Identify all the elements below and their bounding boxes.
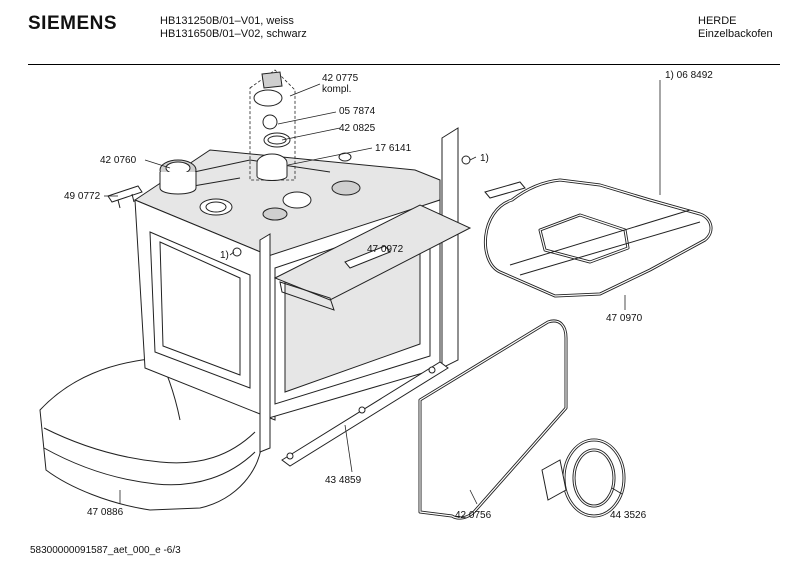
brand-logo: SIEMENS [28, 13, 118, 34]
deflector-plate [273, 204, 472, 311]
model-line-2: HB131650B/01–V02, schwarz [160, 28, 307, 40]
leader-lines [104, 80, 661, 505]
label-434859: 43 4859 [325, 475, 362, 486]
knob-assembly [249, 69, 296, 181]
ring-heater [541, 438, 626, 518]
label-490772: 49 0772 [64, 191, 101, 202]
socket-part [159, 159, 197, 195]
label-420756: 42 0756 [455, 510, 492, 521]
label-443526: 44 3526 [610, 510, 647, 521]
label-note-1-top: 1) [480, 153, 489, 164]
label-420775: 42 0775 [322, 73, 359, 84]
category-line-1: HERDE [698, 15, 737, 27]
grill-element [483, 178, 713, 298]
label-420775-note: kompl. [322, 84, 352, 95]
label-420825: 42 0825 [339, 123, 376, 134]
label-176141: 17 6141 [375, 143, 412, 154]
category-line-2: Einzelbackofen [698, 28, 773, 40]
model-line-1: HB131250B/01–V01, weiss [160, 15, 294, 27]
bottom-strip [281, 361, 449, 467]
label-420760: 42 0760 [100, 155, 137, 166]
header-rule [28, 64, 780, 65]
screw-parts [232, 155, 471, 257]
label-470972: 47 0972 [367, 244, 404, 255]
label-470886: 47 0886 [87, 507, 124, 518]
document-id: 58300000091587_aet_000_e -6/3 [30, 545, 181, 556]
label-note-1-mid: 1) [220, 250, 229, 261]
door-seal [418, 319, 568, 520]
clip-part [107, 185, 143, 209]
label-068492: 1) 06 8492 [665, 70, 713, 81]
label-470970: 47 0970 [606, 313, 643, 324]
label-057874: 05 7874 [339, 106, 376, 117]
